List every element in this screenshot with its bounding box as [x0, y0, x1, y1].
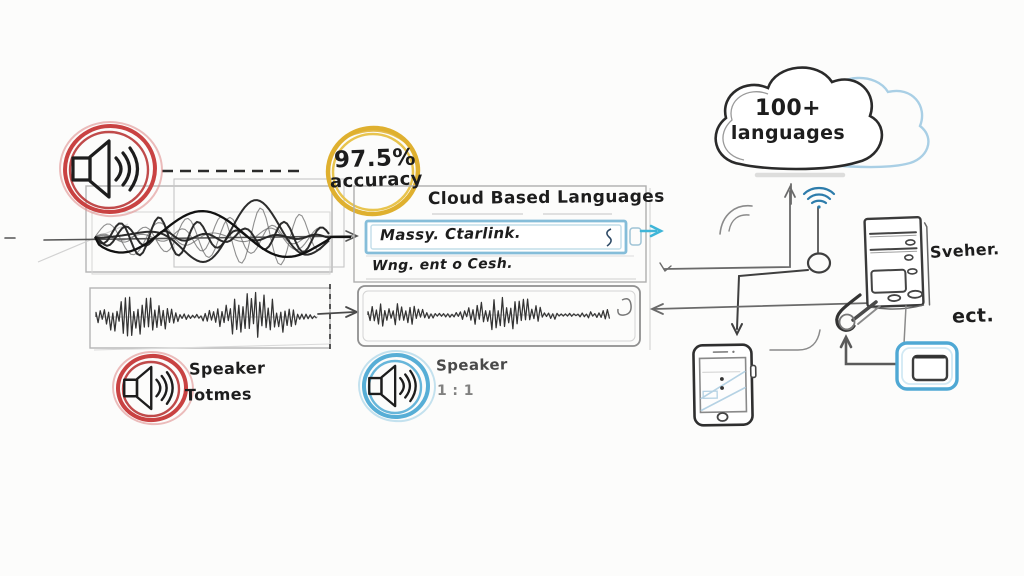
strip-end-glyph [617, 298, 632, 316]
field-caret-glyph [606, 228, 612, 247]
cloud-languages-label: languages [730, 122, 846, 144]
transcription-panel [353, 185, 651, 350]
strip-waveform-box [357, 285, 641, 347]
signal-arcs [719, 205, 753, 235]
cloud-languages-count: 100+ [755, 96, 821, 121]
accuracy-label: accuracy [329, 168, 424, 193]
chip-box [895, 341, 959, 391]
lower-waveform [95, 291, 318, 338]
waveform-exit-arrow [317, 306, 360, 318]
transcript-field-note: Wng. ent o Cesh. [371, 255, 514, 275]
wifi-icon [802, 186, 836, 209]
speaker-two-label-line2: 1 : 1 [437, 383, 474, 399]
cyan-flow-arrow [639, 224, 664, 238]
chip-connector-arrow [839, 334, 898, 366]
strip-waveform [367, 296, 611, 331]
server-icon [863, 215, 931, 310]
accuracy-badge-ring [325, 125, 421, 217]
panel-title: Cloud Based Languages [427, 186, 665, 210]
cloud-icon [714, 66, 884, 178]
speaker-two-label-line1: Speaker [435, 355, 508, 375]
etc-label: ect. [951, 304, 995, 328]
speaker-two-icon [358, 350, 436, 423]
speaker-one-label-line2: Totmes [184, 384, 253, 405]
transcript-input-field [364, 219, 642, 255]
field-handle-glyph [629, 227, 642, 246]
long-flow-line [649, 302, 873, 315]
phone-flow-line [731, 206, 832, 337]
transcript-field-value: Massy. Ctarlink. [379, 223, 522, 245]
upper-waveform-box [37, 178, 345, 275]
cloud-flow-line [659, 184, 796, 273]
hook-return-line [769, 329, 821, 351]
upper-waveform [93, 199, 351, 266]
smartphone-icon [692, 343, 757, 427]
speaker-one-icon [112, 351, 194, 426]
speaker-one-label-line1: Speaker [188, 358, 266, 379]
server-label: Sveher. [929, 239, 1000, 262]
source-speaker-icon [59, 121, 163, 218]
